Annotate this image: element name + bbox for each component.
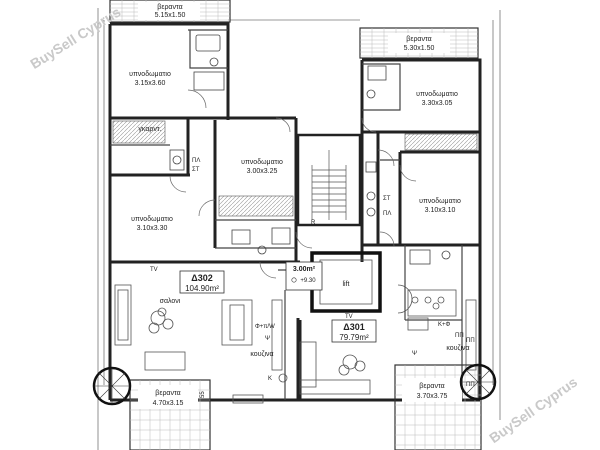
bedroom-l2-name: υπνοδωματιο bbox=[131, 216, 173, 223]
small-labels: ΠΛ ΣΤ ΣΤ ΠΛ TV TV Φ+π/W Ψ Ψ K K+Φ ΠΠ ΠΠ … bbox=[150, 158, 475, 388]
kitchen-301-label: κουζινα bbox=[446, 345, 469, 352]
kf-right: K+Φ bbox=[438, 322, 451, 328]
bedroom-r2-name: υπνοδωματιο bbox=[419, 198, 461, 205]
landing-level: +9.30 bbox=[300, 278, 316, 284]
st-left: ΣΤ bbox=[192, 167, 200, 173]
dim-bottom: 55 bbox=[200, 391, 206, 398]
balcony-bottom-right-name: βεραντα bbox=[419, 383, 444, 390]
balcony-top-right: βεραντα 5.30x1.50 bbox=[359, 27, 479, 59]
pl-right: ΠΛ bbox=[383, 211, 391, 217]
unit-d302: Δ302 104.90m² bbox=[179, 270, 225, 294]
stair-core: R bbox=[296, 133, 362, 227]
unit-d301-name: Δ301 bbox=[343, 322, 365, 332]
door-swings bbox=[169, 89, 417, 279]
bedroom-tl-name: υπνοδωματιο bbox=[129, 71, 171, 78]
fwd-label: Φ+π/W bbox=[255, 324, 275, 330]
balcony-top-right-dims: 5.30x1.50 bbox=[404, 45, 435, 52]
tv-right: TV bbox=[345, 314, 353, 320]
balcony-bottom-left-name: βεραντα bbox=[155, 390, 180, 397]
landing: 3.00m² +9.30 bbox=[285, 261, 323, 291]
unit-d302-name: Δ302 bbox=[191, 273, 213, 283]
balcony-top-left-dims: 5.15x1.50 bbox=[155, 12, 186, 19]
bedroom-l2-dims: 3.10x3.30 bbox=[137, 225, 168, 232]
bedroom-tl-dims: 3.15x3.60 bbox=[135, 80, 166, 87]
bedroom-mid-name: υπνοδωματιο bbox=[241, 159, 283, 166]
pl-left: ΠΛ bbox=[192, 158, 200, 164]
pp-right-2: ΠΠ bbox=[466, 338, 475, 344]
st-right: ΣΤ bbox=[383, 196, 391, 202]
bathroom-fixtures bbox=[169, 34, 451, 265]
salon-label: σαλονι bbox=[160, 298, 181, 305]
balcony-bottom-right-dims: 3.70x3.75 bbox=[417, 393, 448, 400]
balcony-bottom-left-dims: 4.70x3.15 bbox=[153, 400, 184, 407]
balcony-top-left: βεραντα 5.15x1.50 bbox=[109, 0, 231, 23]
balcony-top-left-name: βεραντα bbox=[157, 4, 182, 11]
balcony-bottom-left: βεραντα 4.70x3.15 55 bbox=[92, 366, 211, 450]
unit-d301: Δ301 79.79m² bbox=[331, 319, 377, 343]
living-furniture-right bbox=[299, 284, 477, 395]
bedroom-tr-dims: 3.30x3.05 bbox=[422, 100, 453, 107]
lift-label: lift bbox=[343, 281, 350, 288]
landing-area: 3.00m² bbox=[293, 266, 316, 273]
wardrobes bbox=[112, 120, 478, 217]
psi-right: Ψ bbox=[412, 351, 417, 357]
room-labels: υπνοδωματιο 3.15x3.60 υπνοδωματιο 3.30x3… bbox=[129, 71, 469, 358]
kitchen-302-label: κουζινα bbox=[250, 351, 273, 358]
k-left: K bbox=[268, 376, 272, 382]
bedroom-tr-name: υπνοδωματιο bbox=[416, 91, 458, 98]
wardrobe-label: γκαρντ. bbox=[138, 126, 161, 133]
stair-letter: R bbox=[311, 220, 316, 226]
pp-bottom: ΠΠ bbox=[466, 382, 475, 388]
bedroom-mid-dims: 3.00x3.25 bbox=[247, 168, 278, 175]
psi-left: Ψ bbox=[265, 336, 270, 342]
balcony-bottom-right: βεραντα 3.70x3.75 bbox=[394, 363, 497, 450]
living-furniture-left bbox=[114, 284, 288, 404]
tv-left: TV bbox=[150, 267, 158, 273]
unit-d301-area: 79.79m² bbox=[339, 333, 369, 342]
balcony-top-right-name: βεραντα bbox=[406, 36, 431, 43]
pp-right: ΠΠ bbox=[455, 333, 464, 339]
unit-d302-area: 104.90m² bbox=[185, 284, 219, 293]
bedroom-r2-dims: 3.10x3.10 bbox=[425, 207, 456, 214]
